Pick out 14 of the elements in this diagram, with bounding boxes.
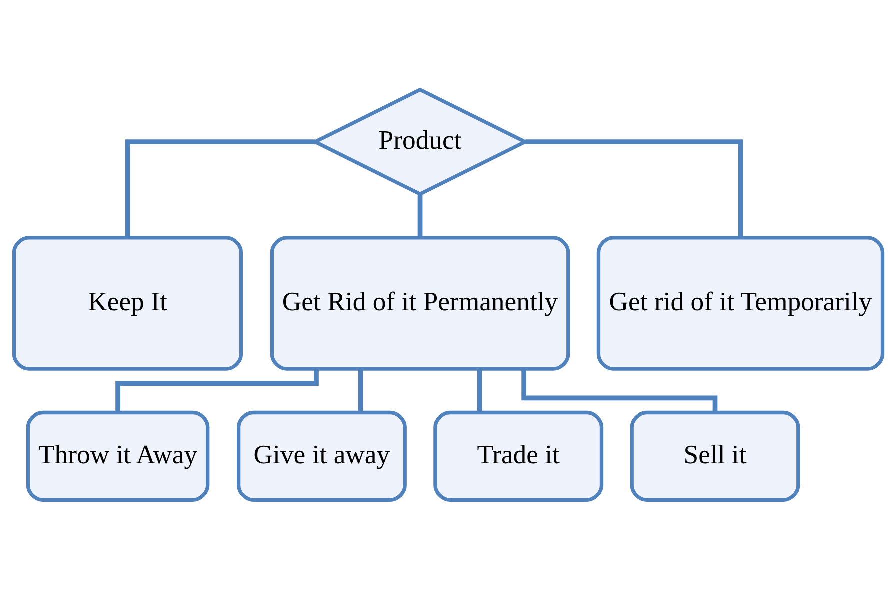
node-box: Give it away xyxy=(236,410,406,502)
connector xyxy=(476,368,482,412)
node-box: Get rid of it Temporarily xyxy=(596,236,884,370)
node-box: Sell it xyxy=(630,410,800,502)
connector xyxy=(525,139,743,238)
connector xyxy=(124,139,315,238)
node-box: Get Rid of it Permanently xyxy=(270,236,570,370)
connector xyxy=(115,368,318,412)
node-box: Trade it xyxy=(433,410,604,502)
connector xyxy=(521,368,718,412)
connector xyxy=(358,368,363,412)
node-box: Keep It xyxy=(12,236,243,370)
node-box: Throw it Away xyxy=(26,410,210,502)
connector xyxy=(417,194,422,238)
